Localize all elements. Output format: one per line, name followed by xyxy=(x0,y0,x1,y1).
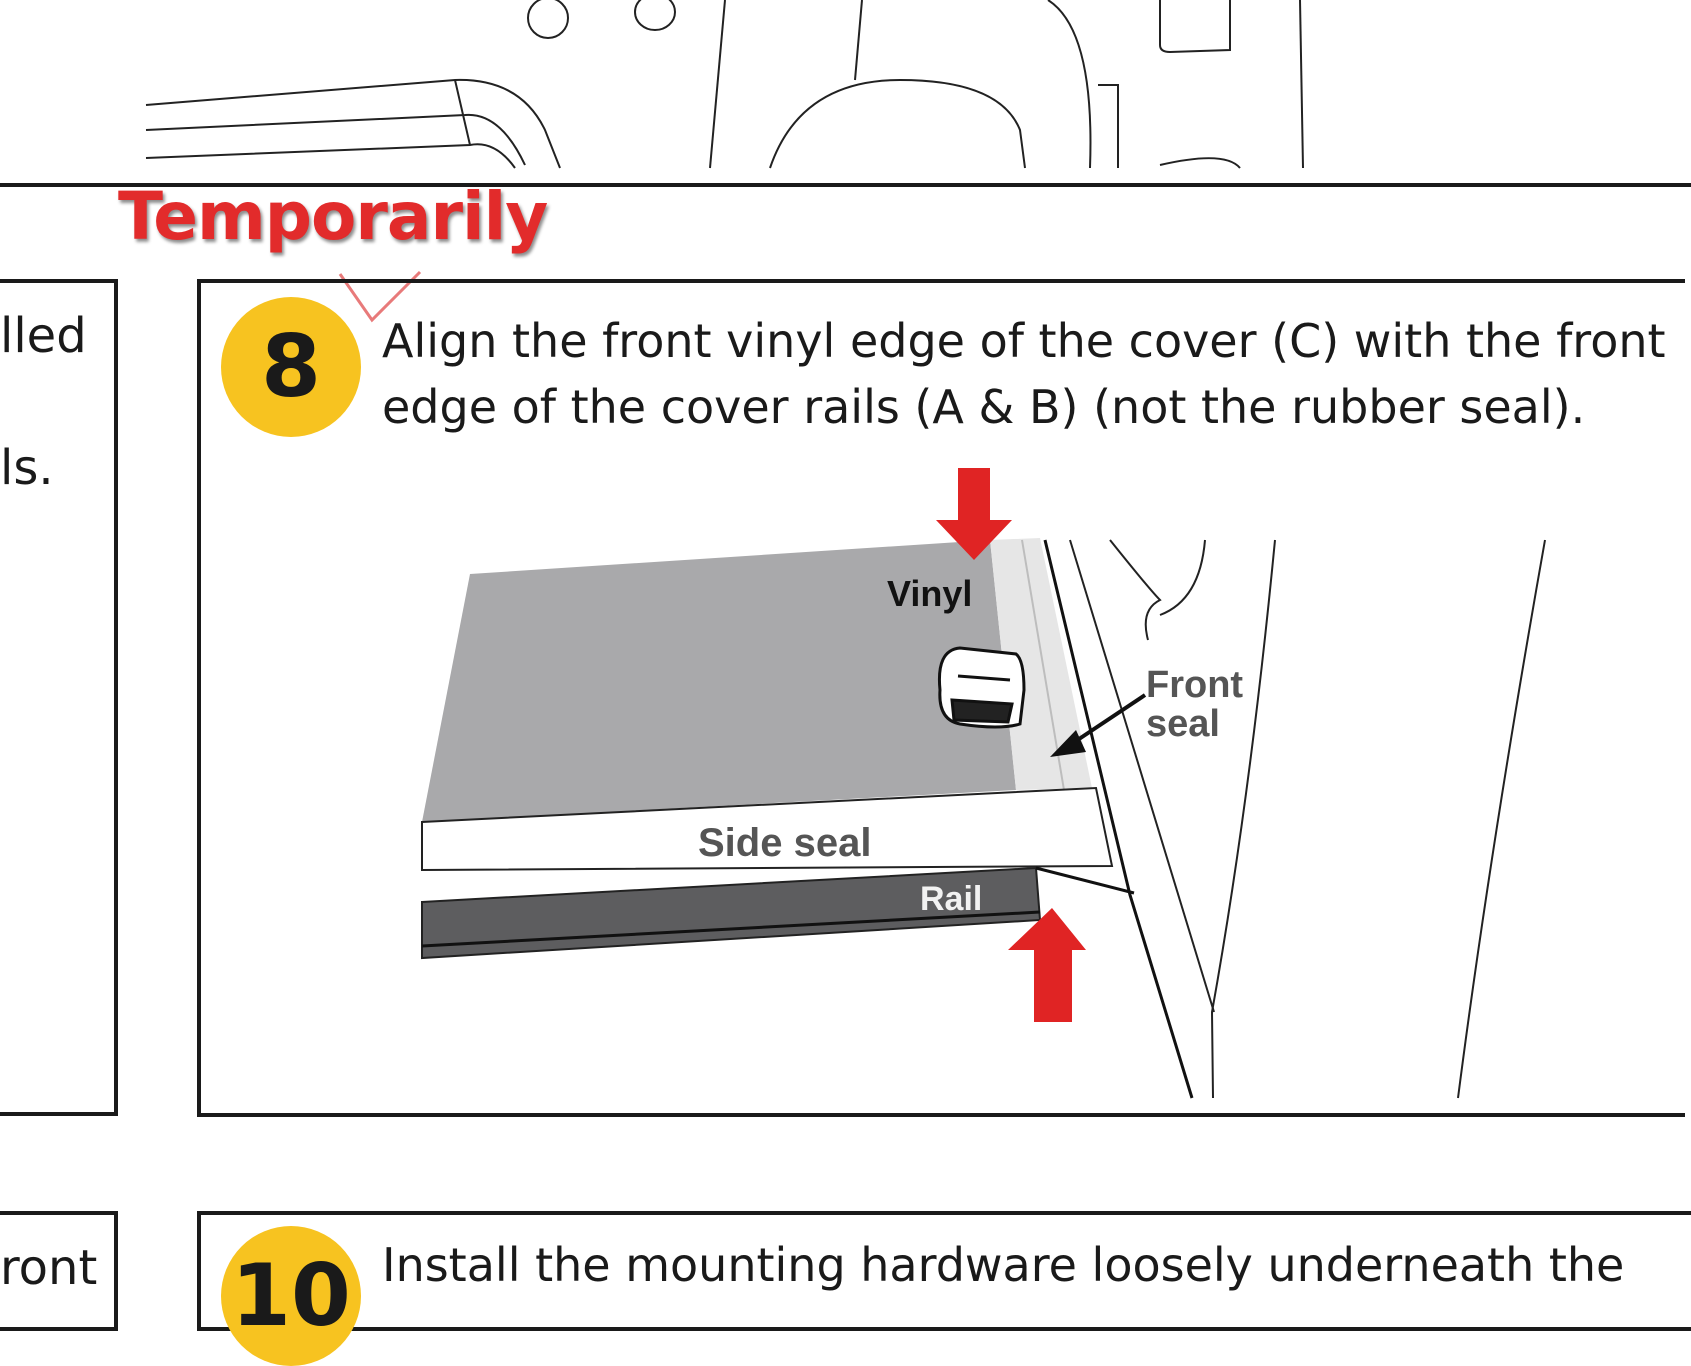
red-arrow-up-icon xyxy=(1008,908,1086,1022)
cover-surface xyxy=(422,540,1016,822)
label-side-seal: Side seal xyxy=(698,821,871,865)
step-number-badge: 10 xyxy=(221,1226,361,1366)
latch-clip-icon xyxy=(937,646,1026,729)
label-rail: Rail xyxy=(920,880,982,918)
annotation-text: Temporarily xyxy=(118,178,548,255)
left-step-panel-top xyxy=(0,279,118,1116)
check-mark-icon xyxy=(338,270,422,323)
truck-bed-illustration xyxy=(145,0,1304,169)
step-number-badge: 8 xyxy=(221,297,361,437)
red-arrow-down-icon xyxy=(936,468,1012,560)
front-seal-strip xyxy=(990,538,1092,790)
instruction-line: Align the front vinyl edge of the cover … xyxy=(382,314,1666,368)
label-front: Front xyxy=(1146,664,1243,706)
page-edge xyxy=(1685,279,1691,1117)
alignment-diagram: Vinyl Front seal Side seal Rail xyxy=(421,468,1546,1099)
left-text-fragment: ront xyxy=(0,1240,98,1296)
side-seal xyxy=(421,786,1114,872)
step-8-panel xyxy=(197,279,1691,1117)
instruction-line: edge of the cover rails (A & B) (not the… xyxy=(382,380,1586,434)
left-text-fragment: lled xyxy=(0,308,87,364)
step-10-instruction: Install the mounting hardware loosely un… xyxy=(382,1238,1625,1292)
label-vinyl: Vinyl xyxy=(887,573,972,614)
left-text-fragment: ls. xyxy=(0,440,54,496)
pointer-arrow-icon xyxy=(1050,730,1086,757)
section-divider xyxy=(0,183,1691,187)
label-seal: seal xyxy=(1146,703,1220,745)
step-8-instruction: Align the front vinyl edge of the cover … xyxy=(382,308,1691,440)
